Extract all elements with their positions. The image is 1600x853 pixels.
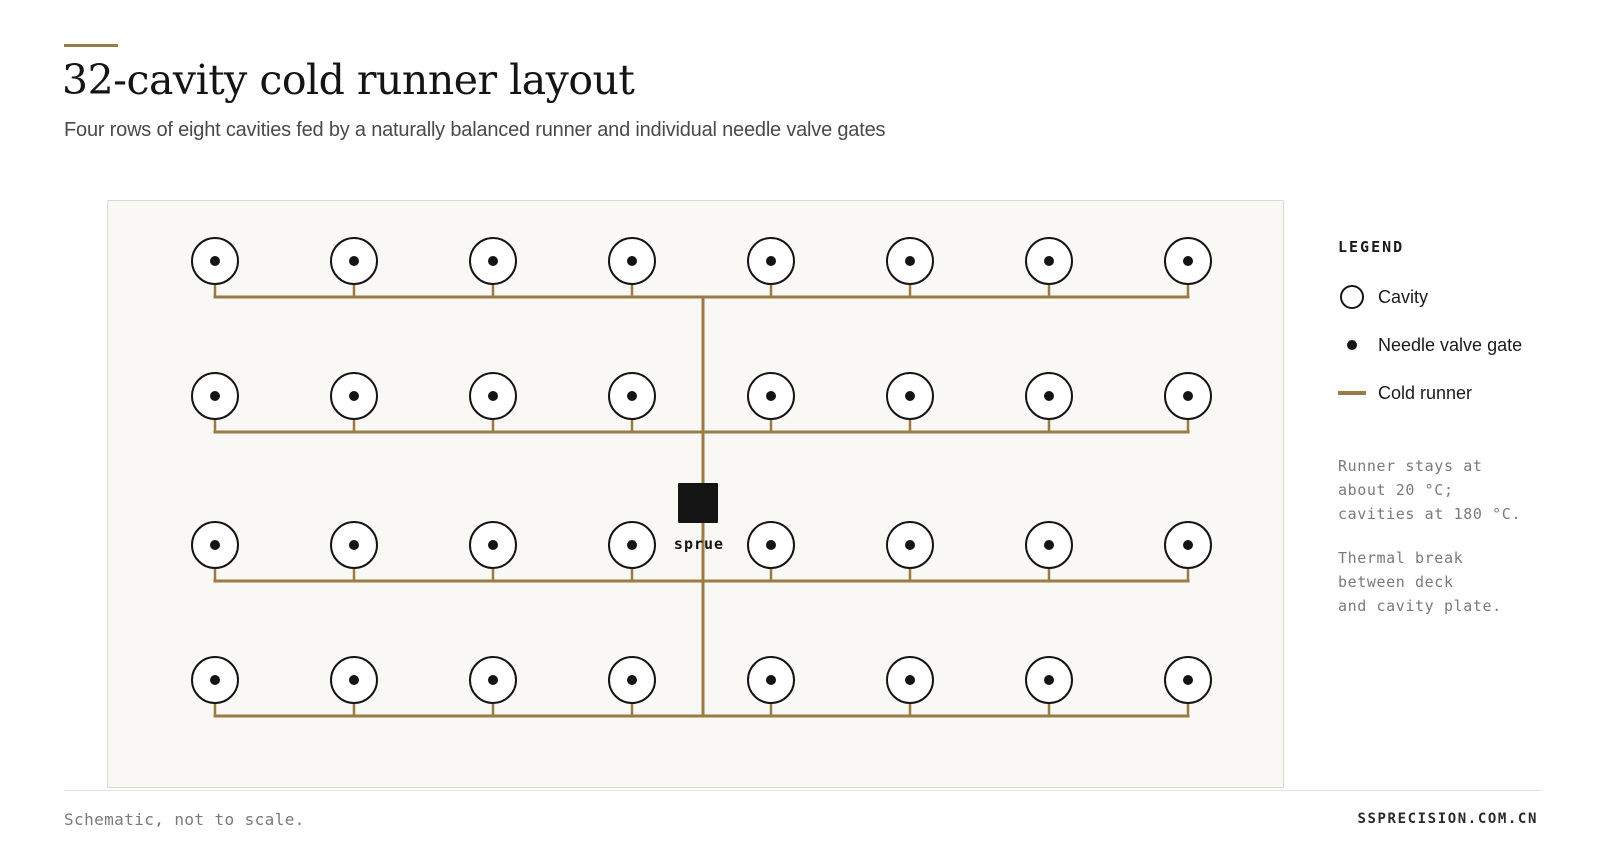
- legend-heading: LEGEND: [1338, 238, 1405, 256]
- cold-runner-line-icon: [1338, 379, 1366, 407]
- needle-valve-gate: [210, 391, 220, 401]
- legend-item-needle-valve-gate: Needle valve gate: [1338, 330, 1578, 360]
- needle-valve-gate: [905, 391, 915, 401]
- runner-layer: [213, 284, 1190, 718]
- legend-notes: Runner stays at about 20 °C; cavities at…: [1338, 454, 1578, 618]
- needle-valve-gate: [349, 256, 359, 266]
- needle-valve-gate: [210, 256, 220, 266]
- sprue-block: [678, 483, 718, 523]
- cavity-circle-icon: [1338, 283, 1366, 311]
- needle-valve-gate: [488, 675, 498, 685]
- note-runner-temp-line: Runner stays at: [1338, 457, 1483, 475]
- needle-gate-dot-icon: [1338, 331, 1366, 359]
- sprue-label: sprue: [674, 535, 724, 553]
- needle-valve-gate: [905, 540, 915, 550]
- needle-valve-gate: [210, 675, 220, 685]
- footer-brand: SSPRECISION.COM.CN: [1357, 811, 1538, 827]
- needle-valve-gate: [766, 391, 776, 401]
- legend-label-needle-valve-gate: Needle valve gate: [1378, 334, 1523, 355]
- needle-valve-gate: [488, 391, 498, 401]
- note-runner-temp-line: about 20 °C;: [1338, 481, 1454, 499]
- page-subtitle: Four rows of eight cavities fed by a nat…: [64, 119, 886, 141]
- needle-valve-gate: [1044, 540, 1054, 550]
- needle-valve-gate: [627, 540, 637, 550]
- needle-valve-gate: [905, 675, 915, 685]
- note-runner-temp-line: cavities at 180 °C.: [1338, 505, 1521, 523]
- sprue-layer: sprue: [674, 483, 724, 553]
- note-thermal-break-line: Thermal break: [1338, 549, 1464, 567]
- needle-valve-gate: [1183, 540, 1193, 550]
- legend: LEGEND Cavity Needle valve gate Cold run…: [1338, 238, 1578, 618]
- needle-valve-gate: [627, 675, 637, 685]
- needle-valve-gate: [488, 540, 498, 550]
- needle-valve-gate: [210, 540, 220, 550]
- needle-valve-gate: [627, 256, 637, 266]
- needle-valve-gate: [627, 391, 637, 401]
- needle-valve-gate: [1044, 256, 1054, 266]
- needle-valve-gate: [1044, 675, 1054, 685]
- footer-divider: [64, 790, 1542, 791]
- title-accent-rule: [64, 44, 118, 47]
- needle-valve-gate: [1044, 391, 1054, 401]
- legend-label-cavity: Cavity: [1378, 286, 1429, 307]
- note-thermal-break-line: and cavity plate.: [1338, 597, 1502, 615]
- legend-item-cavity: Cavity: [1338, 282, 1578, 312]
- legend-item-cold-runner: Cold runner: [1338, 378, 1578, 408]
- footer-note: Schematic, not to scale.: [64, 810, 305, 829]
- needle-valve-gate: [905, 256, 915, 266]
- needle-valve-gate: [349, 540, 359, 550]
- legend-label-cold-runner: Cold runner: [1378, 382, 1473, 403]
- needle-valve-gate: [349, 675, 359, 685]
- needle-valve-gate: [1183, 675, 1193, 685]
- page-title: 32-cavity cold runner layout: [62, 56, 635, 104]
- needle-valve-gate: [766, 256, 776, 266]
- needle-valve-gate: [766, 675, 776, 685]
- needle-valve-gate: [766, 540, 776, 550]
- needle-valve-gate: [349, 391, 359, 401]
- needle-valve-gate: [1183, 256, 1193, 266]
- note-thermal-break-line: between deck: [1338, 573, 1454, 591]
- needle-valve-gate: [488, 256, 498, 266]
- needle-valve-gate: [1183, 391, 1193, 401]
- cavity-layer: [191, 237, 1212, 704]
